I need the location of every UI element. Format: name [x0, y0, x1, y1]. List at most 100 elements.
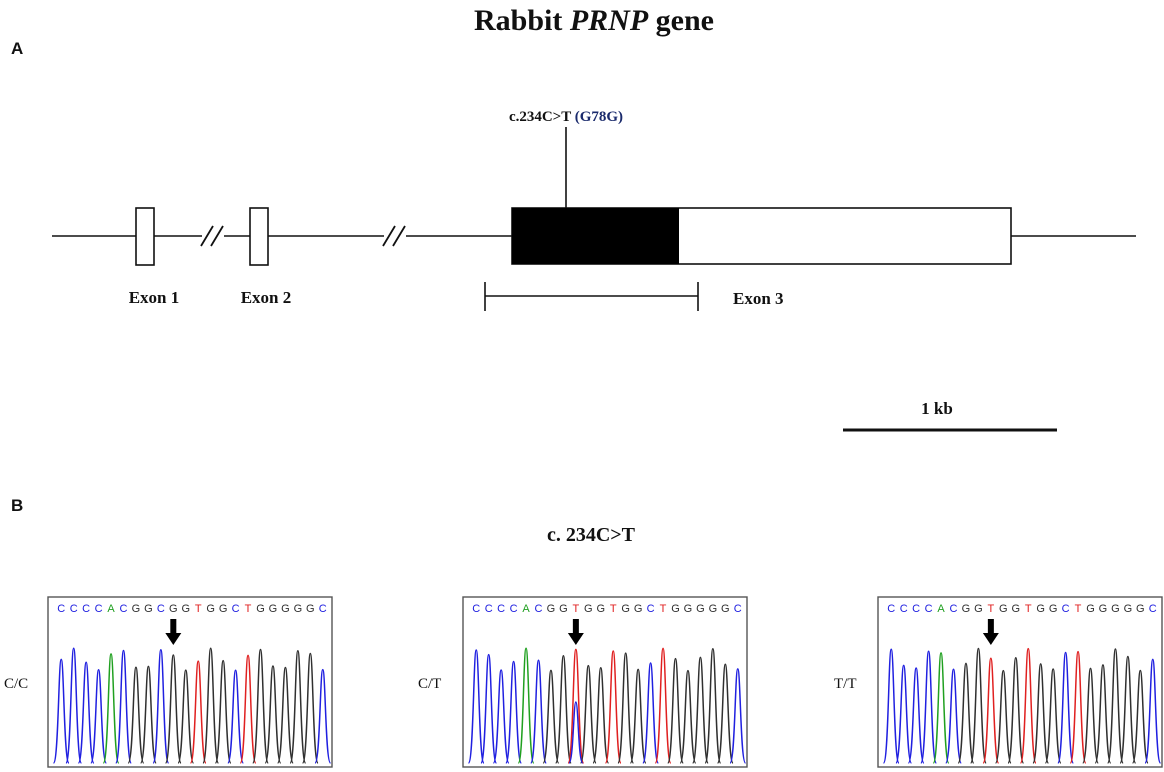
- base-call: C: [647, 603, 655, 615]
- break-mark-2: [382, 225, 406, 247]
- snp-name: c.234C>T: [509, 109, 571, 125]
- trace-peak: [115, 649, 132, 764]
- trace-peak: [654, 647, 672, 764]
- base-call: G: [269, 603, 278, 615]
- base-call: C: [232, 603, 240, 615]
- trace-peak: [77, 661, 95, 764]
- base-call: G: [1036, 603, 1045, 615]
- trace-peak: [679, 669, 697, 764]
- trace-peak: [617, 652, 635, 764]
- base-call: G: [709, 603, 718, 615]
- trace-peak: [480, 653, 498, 764]
- base-call: C: [950, 603, 958, 615]
- trace-peak: [1144, 658, 1162, 764]
- exon-3-label: Exon 3: [733, 289, 784, 308]
- base-call: T: [245, 603, 252, 615]
- trace-peak: [604, 650, 622, 764]
- trace-peak: [957, 662, 975, 764]
- coding-region-bracket: [484, 282, 699, 311]
- base-call: C: [887, 603, 895, 615]
- trace-peak: [729, 668, 747, 764]
- trace-peak: [239, 654, 257, 764]
- base-call: C: [734, 603, 742, 615]
- base-call: C: [95, 603, 103, 615]
- exon-2-box: [249, 207, 269, 266]
- trace-peak: [882, 648, 900, 764]
- trace-peak: [127, 666, 145, 764]
- base-call: C: [925, 603, 933, 615]
- trace-peak: [492, 669, 510, 764]
- trace-peak: [691, 656, 709, 764]
- base-call: C: [1149, 603, 1157, 615]
- trace-peak: [530, 659, 547, 764]
- trace-peak: [920, 650, 938, 764]
- base-call: T: [987, 603, 994, 615]
- base-call: G: [169, 603, 178, 615]
- trace-peak: [1094, 664, 1112, 764]
- base-call: G: [1136, 603, 1145, 615]
- trace-peak: [704, 647, 722, 764]
- trace-peak: [301, 652, 319, 764]
- base-call: G: [1111, 603, 1120, 615]
- base-call: G: [634, 603, 643, 615]
- trace-peak: [629, 668, 647, 764]
- trace-peak: [1057, 651, 1075, 764]
- trace-peak: [152, 649, 170, 764]
- trace-peak: [642, 662, 660, 764]
- title-prefix: Rabbit: [474, 4, 570, 37]
- trace-peak: [1106, 648, 1124, 764]
- snp-label: c.234C>T (G78G): [509, 109, 623, 125]
- trace-peak: [1069, 650, 1087, 764]
- trace-peak: [1131, 669, 1149, 764]
- base-call: G: [721, 603, 730, 615]
- genotype-label-cc: C/C: [4, 676, 28, 692]
- break-mark-1: [200, 225, 224, 247]
- base-call: C: [319, 603, 327, 615]
- trace-peak: [1119, 655, 1137, 764]
- base-call: G: [144, 603, 153, 615]
- base-call: G: [621, 603, 630, 615]
- base-call: C: [57, 603, 65, 615]
- base-call: G: [1049, 603, 1058, 615]
- base-call: T: [1075, 603, 1082, 615]
- base-call: C: [82, 603, 90, 615]
- trace-peak: [932, 652, 950, 764]
- base-call: C: [510, 603, 518, 615]
- trace-peak: [189, 660, 207, 764]
- trace-peak: [65, 647, 83, 764]
- base-call: G: [206, 603, 215, 615]
- base-call: T: [660, 603, 667, 615]
- exon-3-coding-region: [512, 208, 679, 264]
- title-suffix: gene: [648, 4, 714, 37]
- trace-peak: [1082, 667, 1099, 764]
- trace-peak: [214, 659, 232, 764]
- trace-peak: [554, 654, 572, 764]
- trace-peak: [467, 649, 485, 764]
- trace-peak: [289, 649, 307, 764]
- base-call: G: [974, 603, 983, 615]
- genotype-label-tt: T/T: [834, 676, 857, 692]
- base-call: C: [535, 603, 543, 615]
- figure-title: Rabbit PRNP gene: [474, 4, 714, 37]
- base-call: T: [1025, 603, 1032, 615]
- panel-b-title: c. 234C>T: [547, 524, 636, 546]
- base-call: G: [684, 603, 693, 615]
- trace-peak: [164, 654, 182, 764]
- trace-peak: [517, 647, 535, 764]
- panel-a-label: A: [11, 39, 23, 58]
- snp-aa: (G78G): [575, 109, 623, 125]
- exon-2-label: Exon 2: [241, 288, 292, 307]
- base-call: A: [522, 603, 530, 615]
- base-call: G: [281, 603, 290, 615]
- base-call: G: [181, 603, 190, 615]
- trace-peak: [102, 653, 120, 764]
- genotype-label-ct: C/T: [418, 676, 441, 692]
- trace-peak: [276, 666, 294, 764]
- trace-peak: [52, 658, 70, 764]
- base-call: G: [671, 603, 680, 615]
- base-call: C: [1062, 603, 1070, 615]
